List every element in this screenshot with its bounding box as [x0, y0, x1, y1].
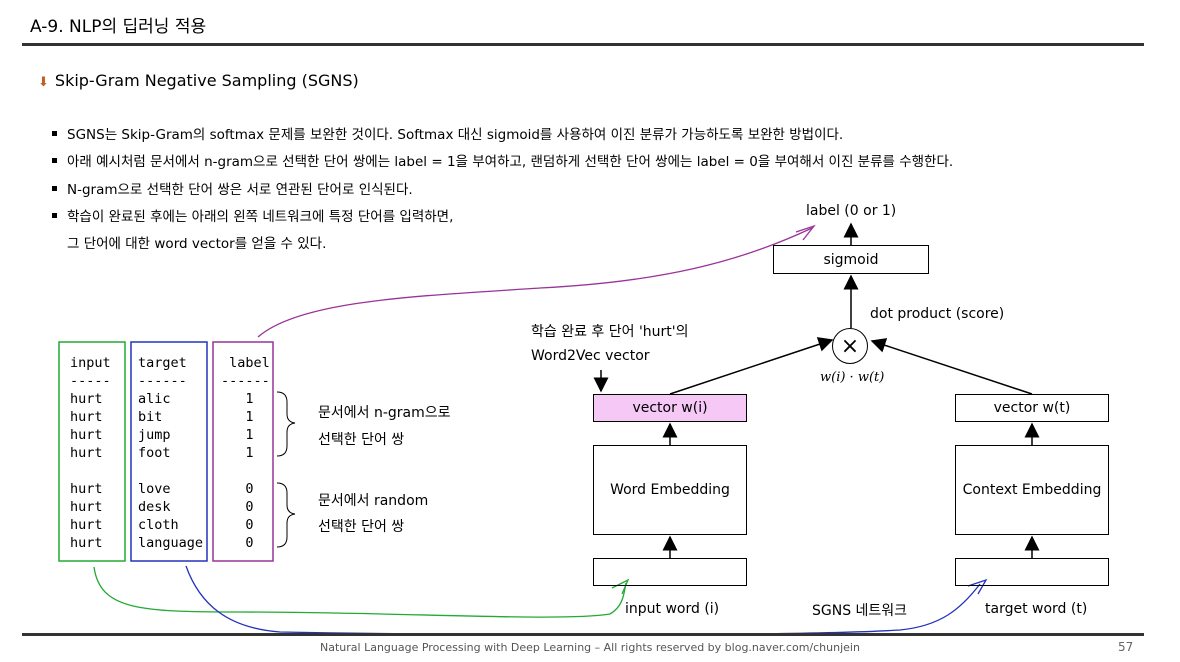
bullet-1: SGNS는 Skip-Gram의 softmax 문제를 보완한 것이다. So… [52, 123, 843, 143]
dot-product-label: dot product (score) [870, 306, 1005, 322]
target-word-label: target word (t) [985, 601, 1088, 617]
input-word-label: input word (i) [625, 601, 720, 617]
page-title: A-9. NLP의 딥러닝 적용 [30, 17, 207, 37]
subtitle-text: Skip-Gram Negative Sampling (SGNS) [54, 71, 359, 90]
trained-vector-note-line2: Word2Vec vector [531, 348, 650, 364]
target-word-box [955, 558, 1109, 586]
ngram-annotation-line2: 선택한 단어 쌍 [318, 432, 405, 448]
sgns-network-label: SGNS 네트워크 [812, 603, 908, 619]
bullet-arrow-icon: ⬇ [38, 75, 49, 90]
footer-divider [22, 633, 1144, 636]
trained-vector-note-line1: 학습 완료 후 단어 'hurt'의 [531, 324, 689, 340]
vector-wi-box: vector w(i) [593, 394, 747, 422]
table-input-column: input ----- hurt hurt hurt hurt hurt hur… [70, 355, 111, 551]
footer-text: Natural Language Processing with Deep Le… [320, 641, 860, 654]
bullet-2: 아래 예시처럼 문서에서 n-gram으로 선택한 단어 쌍에는 label =… [52, 150, 953, 170]
bullet-text: 아래 예시처럼 문서에서 n-gram으로 선택한 단어 쌍에는 label =… [67, 154, 954, 170]
vector-wt-box: vector w(t) [955, 394, 1109, 422]
bullet-4-continuation: 그 단어에 대한 word vector를 얻을 수 있다. [67, 236, 327, 252]
page-number: 57 [1118, 640, 1134, 654]
vector-wi-label: vector w(i) [632, 400, 708, 416]
header-divider [22, 43, 1144, 46]
bullet-text: 학습이 완료된 후에는 아래의 왼쪽 네트워크에 특정 단어를 입력하면, [67, 209, 454, 225]
sigmoid-box: sigmoid [773, 245, 929, 274]
bullet-dot [52, 185, 57, 191]
bullet-text: SGNS는 Skip-Gram의 softmax 문제를 보완한 것이다. So… [67, 127, 844, 143]
table-label-column: label ------ 1 1 1 1 0 0 0 0 [221, 355, 270, 551]
word-embedding-label: Word Embedding [610, 482, 730, 498]
vector-wt-label: vector w(t) [993, 400, 1071, 416]
random-annotation-line2: 선택한 단어 쌍 [318, 519, 405, 535]
context-embedding-label: Context Embedding [962, 482, 1102, 498]
label-output: label (0 or 1) [806, 203, 897, 219]
table-target-column: target ------ alic bit jump foot love de… [138, 355, 204, 551]
bullet-dot [52, 130, 57, 136]
bullet-3: N-gram으로 선택한 단어 쌍은 서로 연관된 단어로 인식된다. [52, 178, 413, 198]
ngram-annotation-line1: 문서에서 n-gram으로 [318, 405, 451, 421]
context-embedding-box: Context Embedding [955, 445, 1109, 535]
sigmoid-label: sigmoid [823, 251, 879, 268]
section-subtitle: ⬇ Skip-Gram Negative Sampling (SGNS) [38, 71, 359, 90]
bullet-dot [52, 157, 57, 163]
input-word-box [593, 558, 747, 586]
bullet-4: 학습이 완료된 후에는 아래의 왼쪽 네트워크에 특정 단어를 입력하면, [52, 205, 453, 225]
bullet-text: N-gram으로 선택한 단어 쌍은 서로 연관된 단어로 인식된다. [67, 182, 413, 198]
word-embedding-box: Word Embedding [593, 445, 747, 535]
bullet-dot [52, 212, 57, 218]
multiply-node: × [832, 328, 868, 364]
random-annotation-line1: 문서에서 random [318, 493, 429, 509]
multiply-icon: × [840, 333, 860, 359]
dot-formula: w(i) · w(t) [820, 370, 885, 385]
